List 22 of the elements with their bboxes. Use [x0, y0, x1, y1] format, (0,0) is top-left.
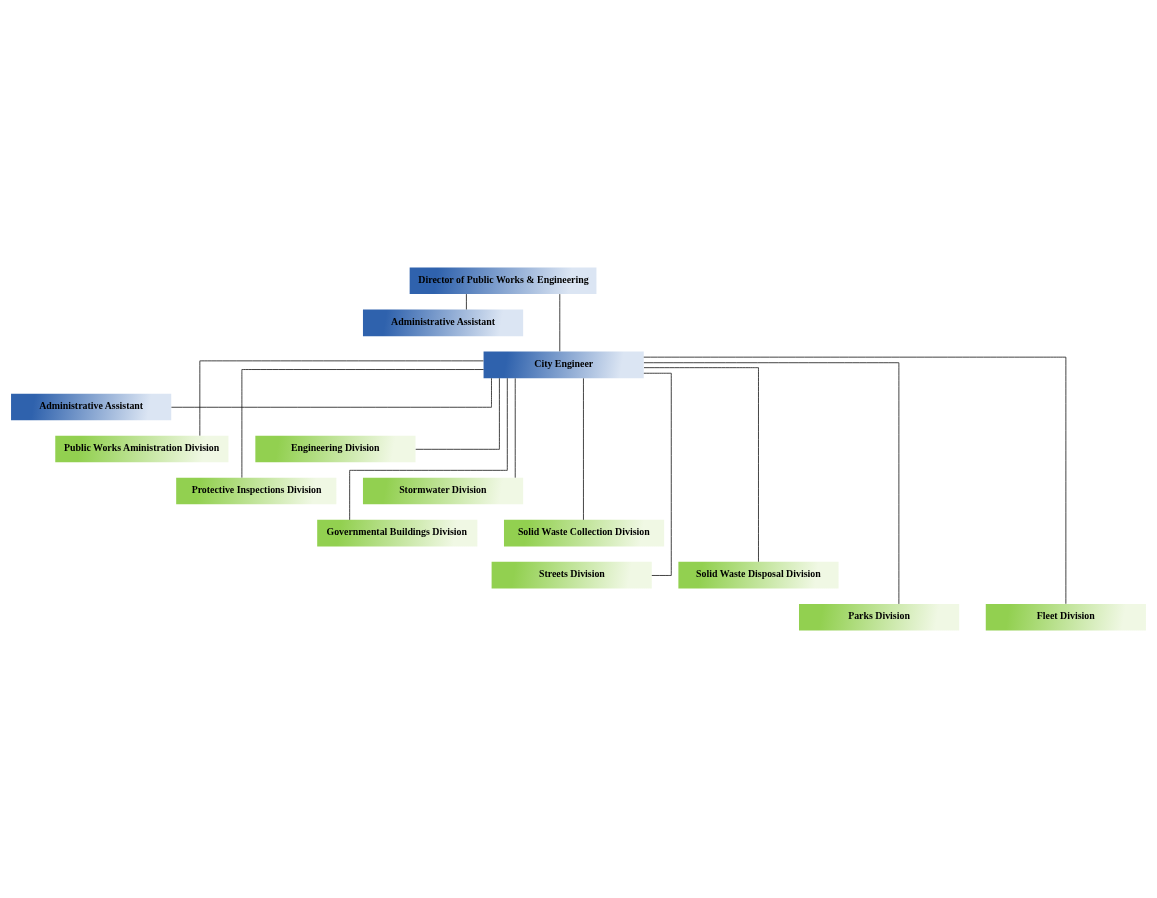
node-box: Solid Waste Collection Division: [503, 519, 665, 547]
node-box: Stormwater Division: [362, 477, 524, 505]
connector: [171, 377, 492, 408]
node-box: Director of Public Works & Engineering: [409, 267, 597, 295]
node-box: Fleet Division: [985, 603, 1146, 631]
node-box: Protective Inspections Division: [176, 477, 337, 505]
node-box: Administrative Assistant: [362, 309, 524, 337]
node-box: Streets Division: [491, 561, 652, 589]
node-box: Public Works Aministration Division: [55, 435, 229, 463]
node-box: City Engineer: [483, 351, 644, 379]
connector: [583, 378, 584, 521]
node-box: Engineering Division: [255, 435, 416, 463]
connector: [643, 372, 672, 576]
node-box: Parks Division: [799, 603, 960, 631]
node-box: Governmental Buildings Division: [317, 519, 478, 547]
connector: [415, 377, 500, 450]
connector: [199, 360, 484, 436]
node-box: Administrative Assistant: [11, 393, 172, 421]
node-box: Solid Waste Disposal Division: [678, 561, 839, 589]
connector: [241, 369, 484, 478]
connector: [643, 367, 759, 563]
connector: [466, 293, 467, 310]
